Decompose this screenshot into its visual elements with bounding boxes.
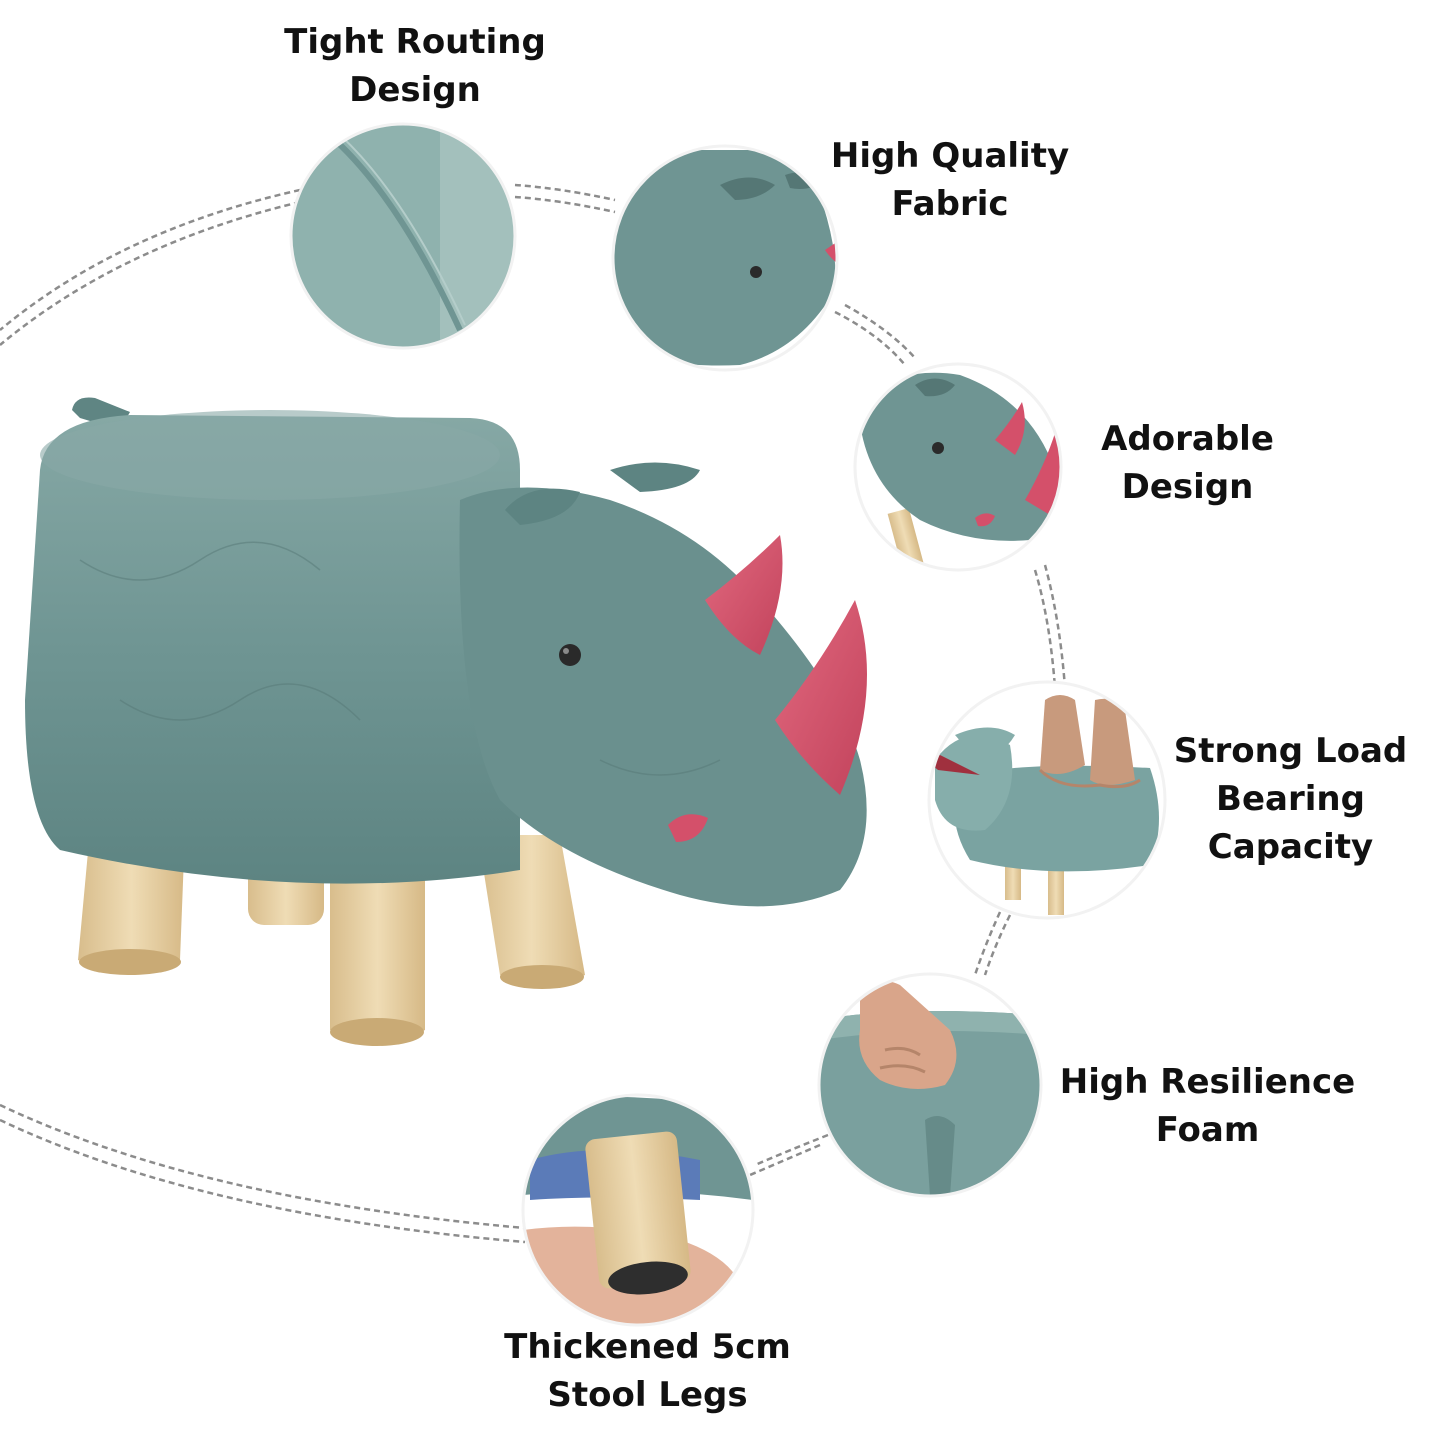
feature-label-strong-load: Strong Load Bearing Capacity: [1173, 731, 1408, 867]
thickened-legs-closeup: [523, 1095, 753, 1325]
high-resilience-foam-closeup: [819, 974, 1041, 1196]
dashed-orbit-lines: [0, 183, 1067, 1244]
feature-label-adorable-design: Adorable Design: [1101, 419, 1274, 507]
feature-label-high-resilience-foam: High Resilience Foam: [1059, 1062, 1356, 1150]
feature-label-thickened-legs: Thickened 5cm Stool Legs: [504, 1327, 791, 1415]
rhino-stool: [25, 397, 867, 1046]
high-quality-fabric-closeup: [613, 146, 837, 370]
adorable-design-closeup: [855, 364, 1061, 570]
feature-label-tight-routing: Tight Routing Design: [284, 22, 546, 110]
feature-label-high-quality-fabric: High Quality Fabric: [830, 136, 1070, 224]
strong-load-closeup: [929, 682, 1165, 918]
